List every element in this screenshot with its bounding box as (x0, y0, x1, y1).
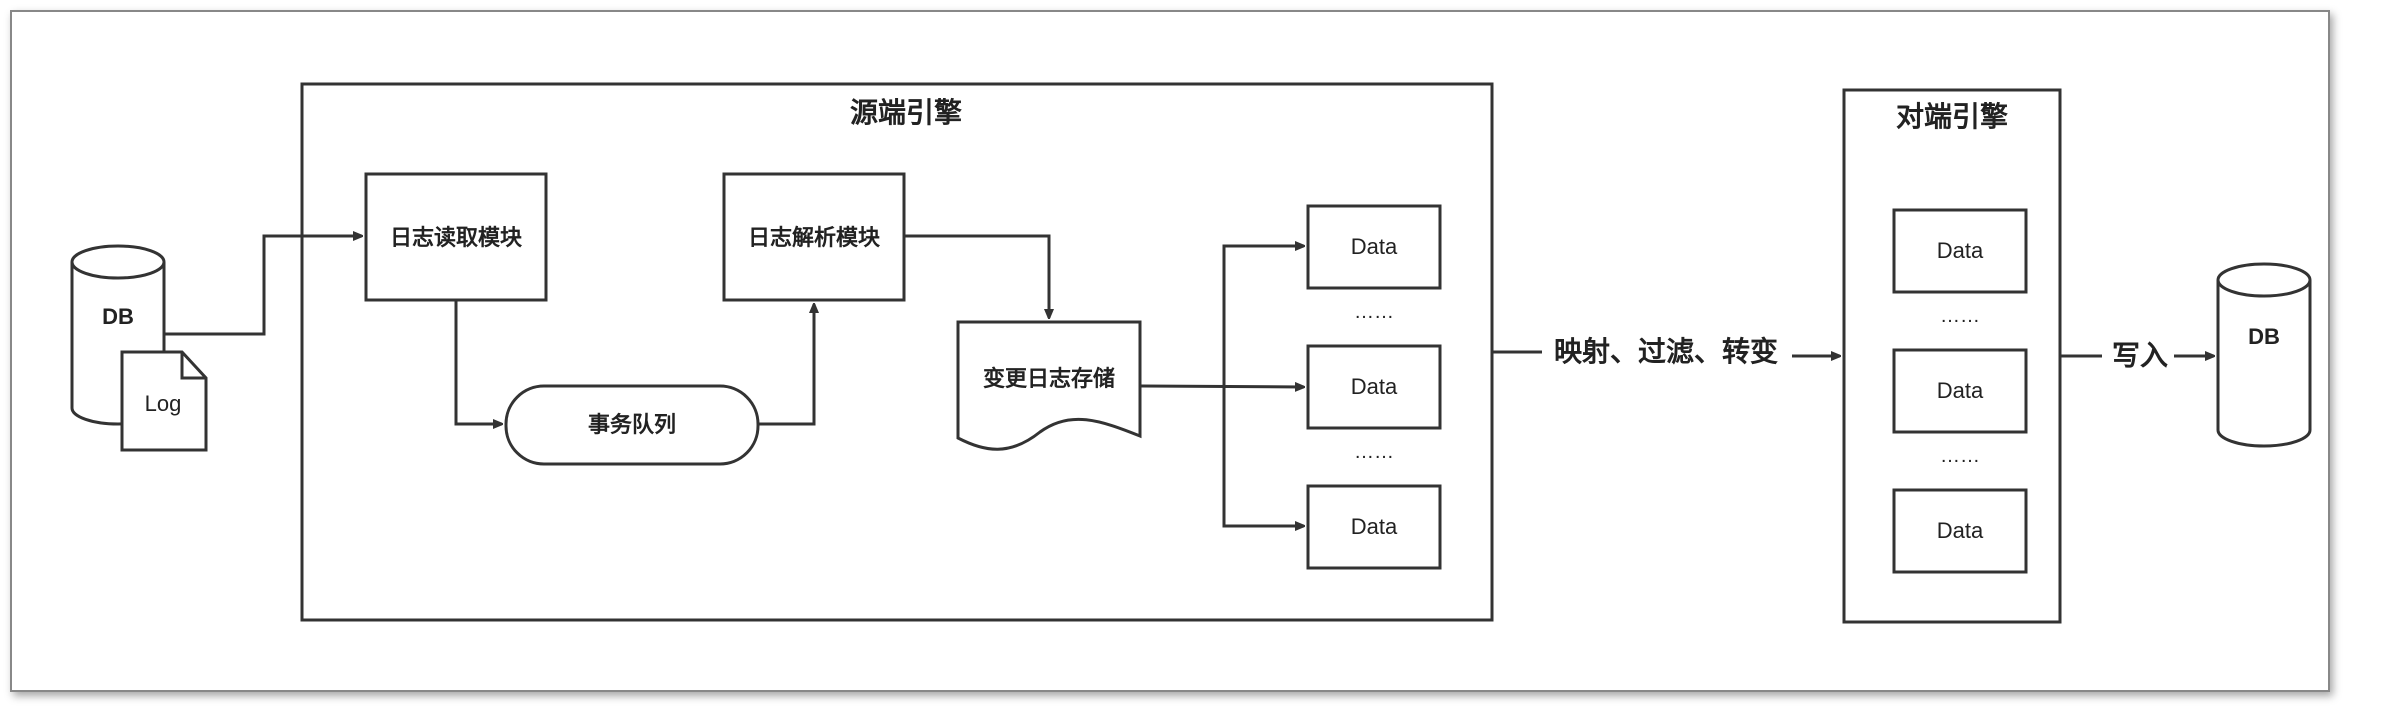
log-parse-module-label: 日志解析模块 (748, 225, 881, 251)
source-data-box-2 (1306, 344, 1442, 430)
source-data-label-3: Data (1351, 514, 1398, 539)
log-read-module (364, 172, 548, 302)
edge-transform-label: 映射、过滤、转变 (1554, 335, 1778, 368)
target-data-box-1 (1892, 208, 2028, 294)
change-log-storage-label: 变更日志存储 (983, 366, 1115, 392)
source-engine-title: 源端引擎 (850, 96, 962, 129)
log-read-module-label: 日志读取模块 (390, 226, 523, 251)
source-ellipsis-2: …… (1354, 441, 1394, 463)
log-document: Log (120, 350, 208, 452)
log-label: Log (145, 391, 182, 416)
target-data-label-3: Data (1937, 518, 1984, 543)
target-ellipsis-2: …… (1940, 445, 1980, 467)
target-engine-title: 对端引擎 (1896, 100, 2008, 133)
target-db-label: DB (2248, 324, 2280, 349)
source-data-box-1 (1306, 204, 1442, 290)
source-db-label: DB (102, 304, 134, 329)
source-data-box-3 (1306, 484, 1442, 570)
edge-parse-to-storage (904, 234, 1049, 318)
source-data-label-1: Data (1351, 234, 1398, 259)
edge-storage-to-data-1 (1222, 246, 1304, 386)
target-data-box-3 (1892, 488, 2028, 574)
source-data-label-2: Data (1351, 374, 1398, 399)
target-ellipsis-1: …… (1940, 305, 1980, 327)
target-data-label-1: Data (1937, 238, 1984, 263)
source-ellipsis-1: …… (1354, 301, 1394, 323)
target-data-box-2 (1892, 348, 2028, 434)
edge-db-to-read (164, 236, 362, 336)
target-db-cylinder: DB (2216, 262, 2312, 448)
log-parse-module (722, 172, 906, 302)
change-log-storage (956, 320, 1142, 451)
edge-storage-to-data-3 (1222, 386, 1304, 526)
edge-storage-to-data-2 (1139, 386, 1304, 387)
edge-queue-to-parse (758, 304, 814, 426)
edge-write-label: 写入 (2112, 339, 2168, 372)
transaction-queue-label: 事务队列 (588, 412, 676, 438)
edge-read-to-queue (454, 300, 502, 424)
target-data-label-2: Data (1937, 378, 1984, 403)
